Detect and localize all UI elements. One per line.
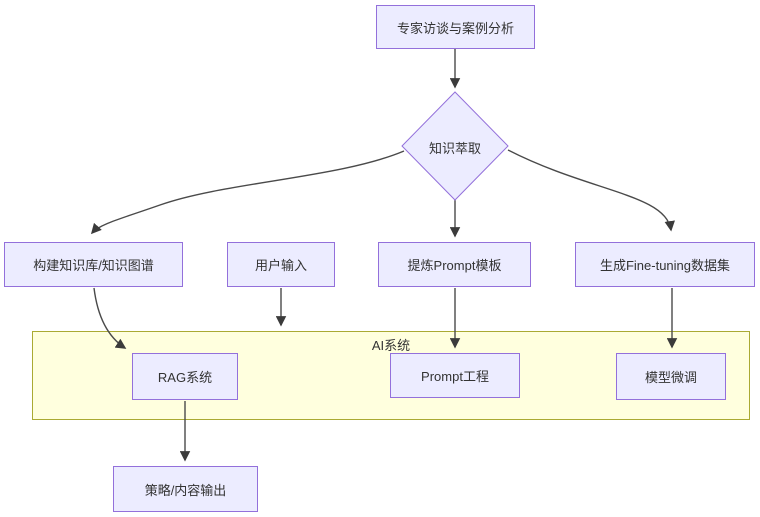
node-rag-system-label: RAG系统 — [157, 370, 213, 385]
node-model-finetuning: 模型微调 — [616, 353, 726, 400]
node-finetune-dataset-label: 生成Fine-tuning数据集 — [599, 258, 731, 273]
edge-extract-to-finetune-data — [507, 149, 675, 232]
node-prompt-engineering: Prompt工程 — [390, 353, 520, 398]
edge-extract-to-kb — [90, 150, 405, 235]
node-knowledge-base-label: 构建知识库/知识图谱 — [33, 258, 154, 273]
node-prompt-engineering-label: Prompt工程 — [421, 369, 489, 384]
node-user-input: 用户输入 — [227, 242, 335, 287]
node-knowledge-base: 构建知识库/知识图谱 — [4, 242, 183, 287]
node-expert-interviews: 专家访谈与案例分析 — [376, 5, 535, 49]
node-expert-interviews-label: 专家访谈与案例分析 — [396, 20, 514, 36]
cluster-ai-system-label: AI系统 — [371, 338, 411, 353]
node-knowledge-extraction: 知识萃取 — [405, 138, 505, 157]
node-strategy-output: 策略/内容输出 — [113, 466, 258, 512]
node-strategy-output-label: 策略/内容输出 — [144, 482, 227, 498]
node-knowledge-extraction-label: 知识萃取 — [428, 141, 481, 156]
node-model-finetuning-label: 模型微调 — [644, 370, 697, 385]
node-user-input-label: 用户输入 — [254, 258, 307, 273]
node-prompt-template-label: 提炼Prompt模板 — [407, 258, 502, 273]
node-prompt-template: 提炼Prompt模板 — [378, 242, 531, 287]
node-finetune-dataset: 生成Fine-tuning数据集 — [575, 242, 755, 287]
node-rag-system: RAG系统 — [132, 353, 238, 400]
